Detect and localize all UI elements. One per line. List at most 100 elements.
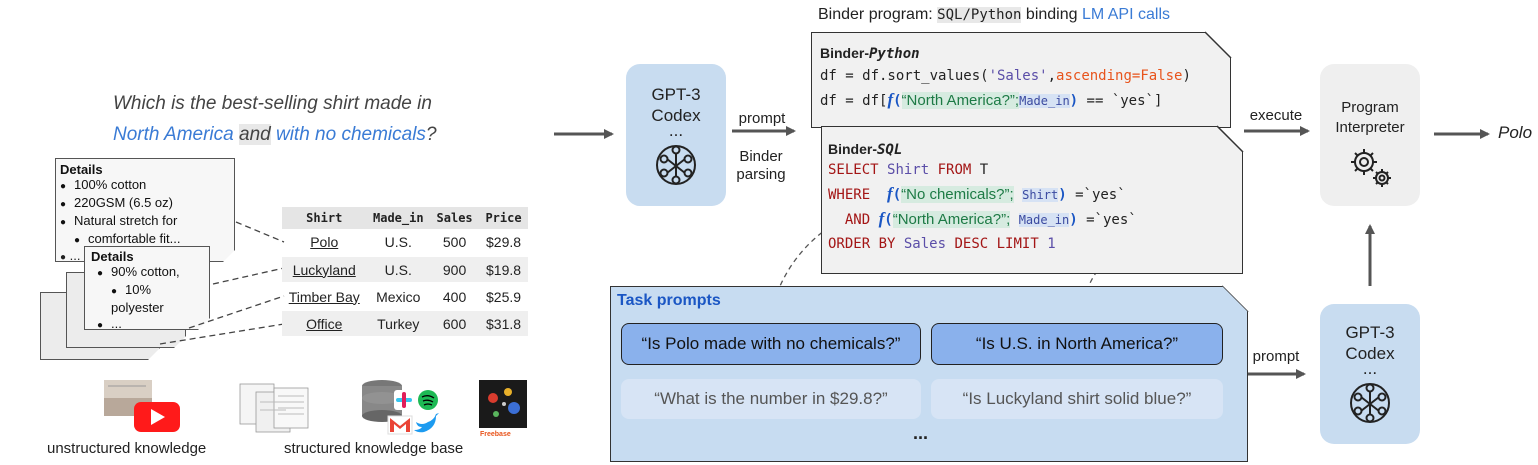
doc1-bullet-partial: ● ... (60, 248, 81, 263)
sql-line-3: AND f(“North America?”; Made_in) =`yes` (844, 209, 1137, 228)
connector-office (159, 323, 285, 345)
table-cell: Mexico (366, 283, 431, 311)
shirts-table: Shirt Made_in Sales Price Polo U.S. 500 … (282, 207, 528, 338)
prompt-label-top: prompt (738, 110, 786, 127)
table-cell: 600 (430, 310, 480, 338)
task-prompt-luckyland: “Is Luckyland shirt solid blue?” (931, 379, 1223, 419)
doc2-item: 90% cotton, (97, 264, 203, 282)
gpt-top-line3: ... (668, 121, 684, 140)
table-cell: Office (282, 310, 367, 338)
neural-network-icon (656, 145, 696, 185)
python-line-1: df = df.sort_values('Sales',ascending=Fa… (820, 64, 1222, 88)
doc2-item-text: 10% polyester (111, 282, 164, 315)
doc1-item-text: comfortable fit... (88, 231, 181, 246)
sql-t: T (979, 162, 989, 178)
binder-title-code: SQL/Python (937, 7, 1022, 23)
binder-sql-panel: Binder-SQL SELECT Shirt FROM T WHERE f(“… (821, 126, 1243, 274)
binder-title-lm: LM API calls (1081, 6, 1170, 23)
doc-table-connectors (159, 221, 285, 345)
doc2-item: ... (97, 316, 203, 334)
doc1-item-cont: comfortable fit... (60, 231, 230, 249)
sql-line-4: ORDER BY Sales DESC LIMIT 1 (828, 232, 1236, 256)
binder-python-panel: Binder-Python df = df.sort_values('Sales… (811, 32, 1231, 128)
binder-title-part3: binding (1021, 6, 1082, 23)
freebase-icon: Freebase (479, 380, 527, 438)
sql-desc: DESC LIMIT (954, 236, 1039, 252)
table-cell: U.S. (366, 256, 431, 284)
connector-polo (235, 221, 285, 243)
sql-sales: Sales (903, 236, 947, 252)
doc1-item-ellipsis: ... (69, 248, 81, 263)
gmail-icon (387, 415, 413, 435)
table-cell: $19.8 (479, 256, 528, 284)
neural-network-icon (1350, 383, 1390, 423)
sql-line-1: SELECT Shirt FROM T (828, 158, 1236, 182)
table-cell: $31.8 (479, 310, 528, 338)
doc-page-1: Details 100% cotton 220GSM (6.5 oz) Natu… (55, 158, 235, 262)
task-prompts-panel: Task prompts “Is Polo made with no chemi… (610, 286, 1248, 462)
py1-d: ascending=False (1056, 68, 1183, 84)
gpt-bottom-line2: Codex (1345, 344, 1395, 363)
python-line-2: df = df[f(“North America?”;Made_in) == `… (820, 90, 1163, 109)
structured-label: structured knowledge base (284, 440, 464, 457)
unstructured-label: unstructured knowledge (47, 440, 207, 457)
gpt3-codex-bottom: GPT-3 Codex ... (1320, 304, 1420, 444)
task-prompt-polo: “Is Polo made with no chemicals?” (621, 323, 921, 365)
sql-line-2: WHERE f(“No chemicals?”; Shirt) =`yes` (828, 184, 1126, 203)
binder-parsing-label: Binder parsing (728, 148, 794, 184)
table-header: Price (479, 207, 528, 229)
gpt-top-line1: GPT-3 (651, 85, 701, 104)
sql-f1: f (887, 184, 893, 203)
doc1-item: 100% cotton (60, 177, 230, 195)
doc1-title: Details (60, 162, 103, 177)
question-no-chemicals: with no chemicals (275, 124, 426, 145)
execute-label: execute (1249, 107, 1303, 124)
question-mark: ? (425, 124, 437, 145)
freebase-logo-text: Freebase (480, 431, 511, 438)
doc1-item: Natural stretch for (60, 213, 230, 231)
binder-parsing-line1: Binder (739, 148, 783, 165)
sql-q1: “No chemicals?”; (901, 186, 1014, 203)
question-and: and (239, 124, 271, 145)
binder-program-title: Binder program: SQL/Python binding LM AP… (818, 6, 1170, 24)
prompt-label-bottom: prompt (1252, 348, 1300, 365)
sql-where: WHERE (828, 187, 871, 203)
sql-title-a: Binder- (828, 141, 877, 157)
table-cell: 500 (430, 229, 480, 257)
task-prompt-number: “What is the number in $29.8?” (621, 379, 921, 419)
table-cell: $25.9 (479, 283, 528, 311)
gpt3-codex-top: GPT-3 Codex ... (626, 64, 726, 206)
table-cell: $29.8 (479, 229, 528, 257)
table-cell: 900 (430, 256, 480, 284)
slack-icon (394, 390, 414, 410)
connector-luckyland (212, 267, 285, 285)
sql-eq2: =`yes` (1077, 212, 1137, 228)
sql-select: SELECT (828, 162, 879, 178)
binder-title-part1: Binder program: (818, 6, 938, 23)
sql-title-b: SQL (877, 142, 903, 158)
table-row: Luckyland U.S. 900 $19.8 (282, 256, 528, 284)
table-cell: Timber Bay (282, 283, 367, 311)
sql-order: ORDER BY (828, 236, 896, 252)
sql-and: AND (844, 212, 871, 228)
sql-arg2: Made_in (1018, 213, 1070, 227)
table-row: Timber Bay Mexico 400 $25.9 (282, 283, 528, 311)
gpt-top-line2: Codex (651, 106, 701, 125)
doc2-item-cont: 10% polyester (97, 282, 203, 316)
table-row: Polo U.S. 500 $29.8 (282, 229, 528, 257)
connector-timber (188, 295, 285, 329)
answer-text: Polo (1498, 123, 1533, 142)
py2-f: f (887, 90, 894, 109)
spreadsheet-icon (239, 383, 309, 433)
sql-panel-title: Binder-SQL (828, 141, 1236, 158)
interpreter-line2: Interpreter (1335, 119, 1405, 136)
table-header: Made_in (366, 207, 431, 229)
python-title-b: Python (869, 46, 920, 62)
table-cell: Turkey (366, 310, 431, 338)
doc-page-2: Details 90% cotton, 10% polyester ... ..… (84, 246, 210, 330)
py2-a: df = df[ (820, 93, 888, 109)
question-text: Which is the best-selling shirt made in … (113, 88, 533, 150)
py2-arg: Made_in (1019, 94, 1070, 108)
doc1-list: 100% cotton 220GSM (6.5 oz) Natural stre… (60, 177, 230, 249)
interpreter-line1: Program (1341, 99, 1399, 116)
